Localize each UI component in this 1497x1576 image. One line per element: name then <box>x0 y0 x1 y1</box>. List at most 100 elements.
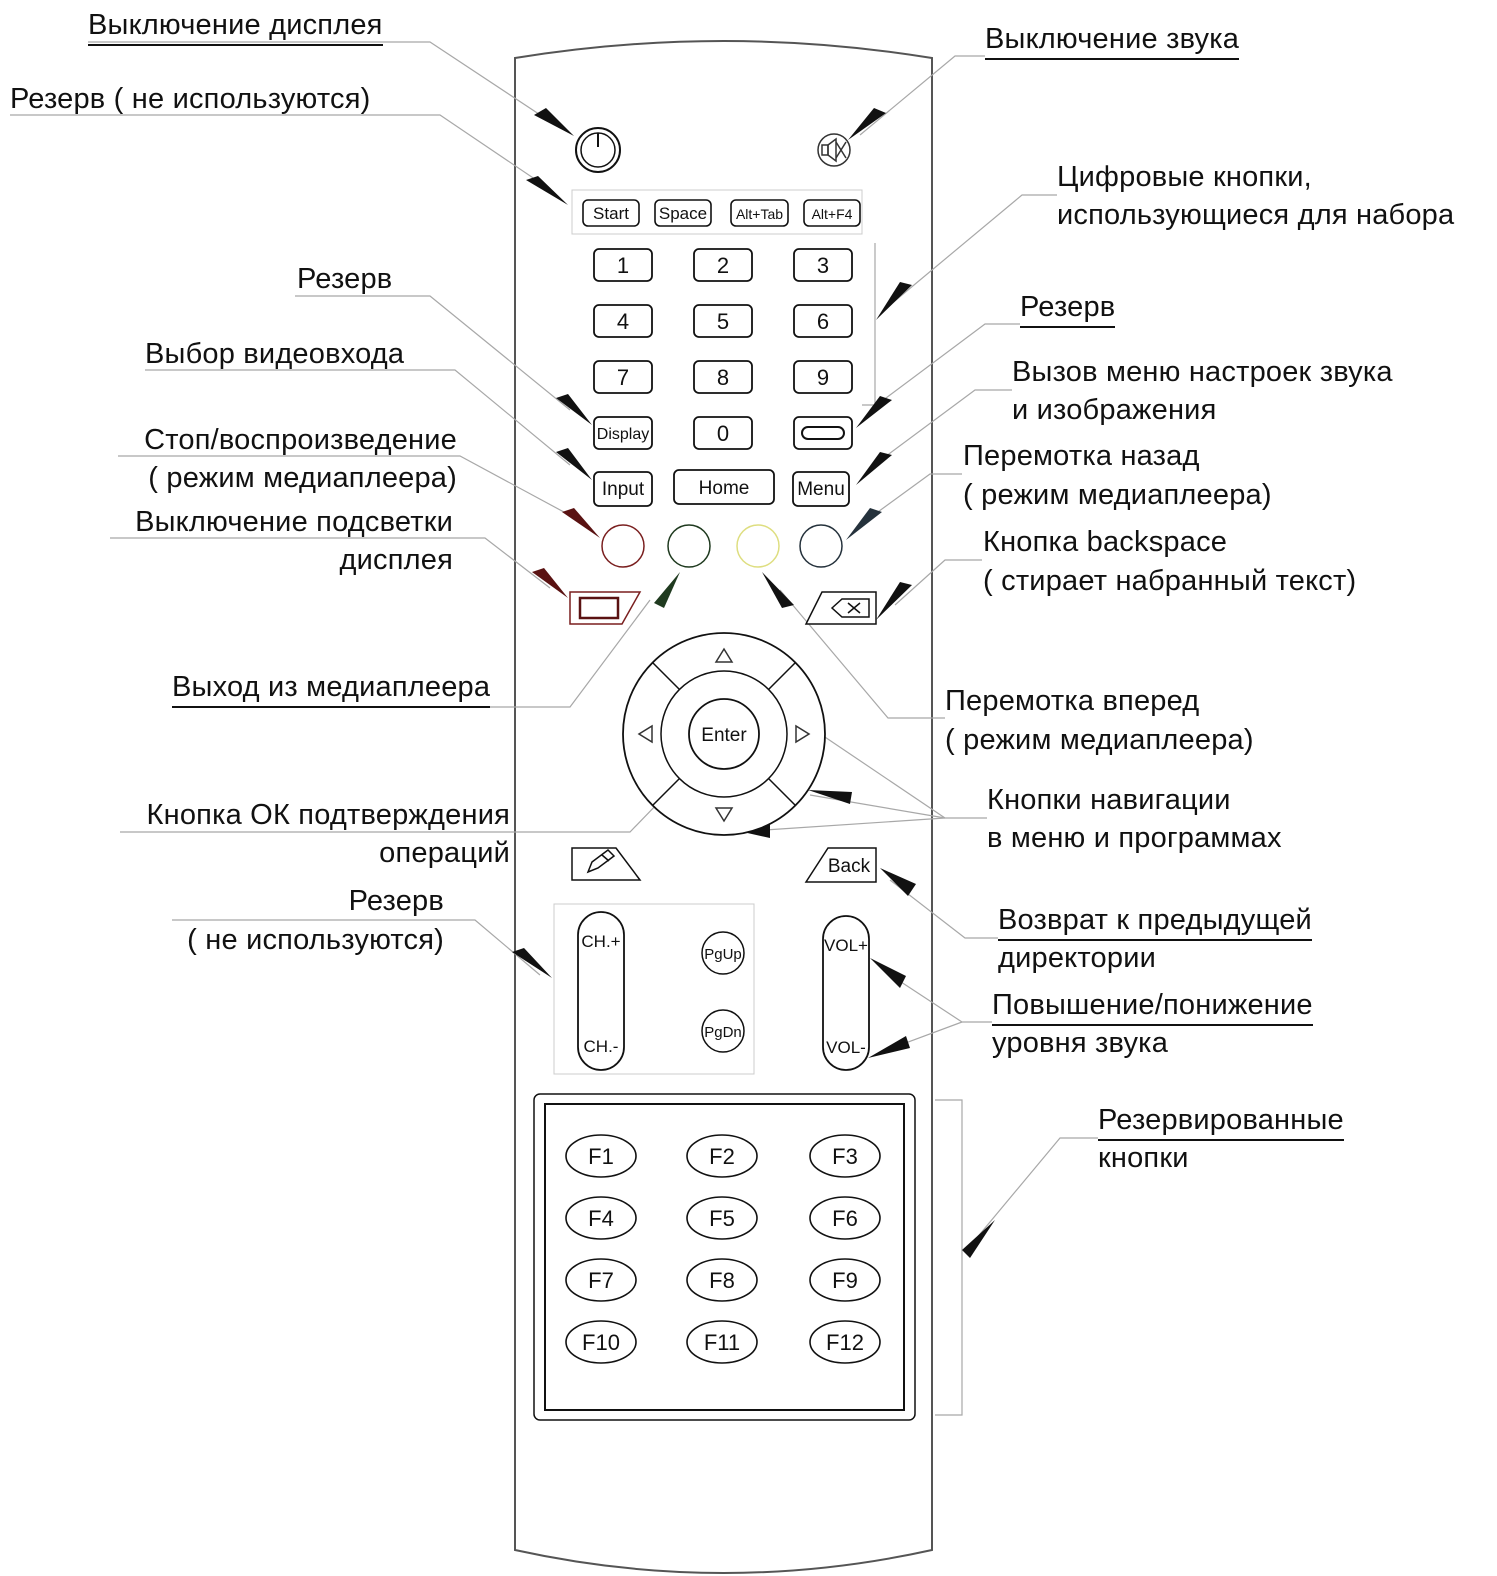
f3-button[interactable]: F3 <box>809 1134 881 1178</box>
exit-player-button[interactable] <box>667 524 711 568</box>
mute-button[interactable] <box>817 133 851 167</box>
f11-button[interactable]: F11 <box>686 1320 758 1364</box>
svg-text:VOL+: VOL+ <box>824 936 868 955</box>
backspace-icon <box>830 598 870 618</box>
reserve-button[interactable] <box>793 416 853 450</box>
digit-7-button[interactable]: 7 <box>593 360 653 394</box>
nav-up-button[interactable] <box>714 647 734 663</box>
label-ok-confirm-2: операций <box>379 837 510 869</box>
volume-rocker[interactable]: VOL+ VOL- <box>822 915 870 1071</box>
menu-button[interactable]: Menu <box>792 471 850 507</box>
svg-text:PgDn: PgDn <box>704 1024 742 1041</box>
svg-text:3: 3 <box>817 253 829 278</box>
svg-text:1: 1 <box>617 253 629 278</box>
svg-text:VOL-: VOL- <box>826 1038 866 1057</box>
digit-5-button[interactable]: 5 <box>693 304 753 338</box>
svg-text:Input: Input <box>602 479 645 500</box>
label-back-dir-2: директории <box>998 942 1157 974</box>
svg-text:F4: F4 <box>588 1206 614 1231</box>
f12-button[interactable]: F12 <box>809 1320 881 1364</box>
digit-0-button[interactable]: 0 <box>693 416 753 450</box>
label-digits-2: использующиеся для набора <box>1057 199 1455 231</box>
svg-text:Enter: Enter <box>701 725 747 746</box>
alt-f4-button[interactable]: Alt+F4 <box>803 199 861 227</box>
backspace-button[interactable] <box>804 591 877 625</box>
svg-text:F2: F2 <box>709 1144 735 1169</box>
f2-button[interactable]: F2 <box>686 1134 758 1178</box>
arrow-down-icon <box>714 807 734 823</box>
pgdn-button[interactable]: PgDn <box>701 1009 745 1053</box>
label-backspace-2: ( стирает набранный текст) <box>983 565 1357 597</box>
svg-text:CH.+: CH.+ <box>581 932 620 951</box>
space-button[interactable]: Space <box>654 199 712 227</box>
svg-text:9: 9 <box>817 365 829 390</box>
svg-text:F7: F7 <box>588 1268 614 1293</box>
pointer-arrows <box>512 108 995 1258</box>
label-reserved-keys-2: кнопки <box>1098 1142 1189 1174</box>
rewind-button[interactable] <box>799 524 843 568</box>
f10-button[interactable]: F10 <box>565 1320 637 1364</box>
digit-6-button[interactable]: 6 <box>793 304 853 338</box>
svg-text:F6: F6 <box>832 1206 858 1231</box>
label-reserve-unused-2b: ( не используются) <box>187 924 444 956</box>
digit-8-button[interactable]: 8 <box>693 360 753 394</box>
label-mute: Выключение звука <box>985 20 1240 60</box>
svg-text:F5: F5 <box>709 1206 735 1231</box>
home-button[interactable]: Home <box>673 469 775 505</box>
svg-text:Start: Start <box>593 204 629 223</box>
top-keys-frame <box>571 189 863 235</box>
label-display-off: Выключение дисплея <box>88 6 383 46</box>
svg-text:Home: Home <box>699 478 750 499</box>
svg-text:F9: F9 <box>832 1268 858 1293</box>
back-button[interactable]: Back <box>804 847 877 883</box>
nav-right-button[interactable] <box>795 724 811 744</box>
svg-text:F1: F1 <box>588 1144 614 1169</box>
start-button[interactable]: Start <box>582 199 640 227</box>
label-menu-settings-1: Вызов меню настроек звука <box>1012 356 1393 388</box>
navigation-pad: Enter <box>622 632 826 836</box>
f5-button[interactable]: F5 <box>686 1196 758 1240</box>
label-video-input: Выбор видеовхода <box>145 338 405 370</box>
alt-tab-button[interactable]: Alt+Tab <box>730 199 789 227</box>
pencil-icon <box>586 849 616 874</box>
f6-button[interactable]: F6 <box>809 1196 881 1240</box>
f8-button[interactable]: F8 <box>686 1258 758 1302</box>
f1-button[interactable]: F1 <box>565 1134 637 1178</box>
pen-button[interactable] <box>571 847 642 881</box>
digit-9-button[interactable]: 9 <box>793 360 853 394</box>
label-stop-play-1: Стоп/воспроизведение <box>144 424 457 456</box>
digit-1-button[interactable]: 1 <box>593 248 653 282</box>
pill-icon <box>801 426 845 440</box>
digit-4-button[interactable]: 4 <box>593 304 653 338</box>
label-reserve-unused-2a: Резерв <box>348 885 444 917</box>
enter-button[interactable]: Enter <box>688 698 760 770</box>
f9-button[interactable]: F9 <box>809 1258 881 1302</box>
channel-rocker[interactable]: CH.+ CH.- <box>577 911 625 1071</box>
svg-text:4: 4 <box>617 309 629 334</box>
nav-left-button[interactable] <box>637 724 653 744</box>
display-button[interactable]: Display <box>593 416 653 450</box>
label-volume-2: уровня звука <box>992 1027 1169 1059</box>
svg-text:F10: F10 <box>582 1330 620 1355</box>
arrow-up-icon <box>714 647 734 663</box>
backlight-off-button[interactable] <box>569 591 642 625</box>
power-button[interactable] <box>575 127 621 173</box>
label-rewind-2: ( режим медиаплеера) <box>963 479 1272 511</box>
label-ok-confirm-1: Кнопка ОК подтверждения <box>146 799 510 831</box>
reserve-keys-frame <box>553 903 755 1075</box>
forward-button[interactable] <box>736 524 780 568</box>
label-stop-play-2: ( режим медиаплеера) <box>148 462 457 494</box>
arrow-right-icon <box>795 724 811 744</box>
digit-3-button[interactable]: 3 <box>793 248 853 282</box>
label-nav-2: в меню и программах <box>987 822 1282 854</box>
f7-button[interactable]: F7 <box>565 1258 637 1302</box>
label-backlight-off-2: дисплея <box>339 544 453 576</box>
f4-button[interactable]: F4 <box>565 1196 637 1240</box>
svg-text:Menu: Menu <box>797 479 845 500</box>
digit-2-button[interactable]: 2 <box>693 248 753 282</box>
svg-text:Space: Space <box>659 204 707 223</box>
input-button[interactable]: Input <box>593 471 653 507</box>
stop-play-button[interactable] <box>601 524 645 568</box>
pgup-button[interactable]: PgUp <box>701 931 745 975</box>
nav-down-button[interactable] <box>714 807 734 823</box>
